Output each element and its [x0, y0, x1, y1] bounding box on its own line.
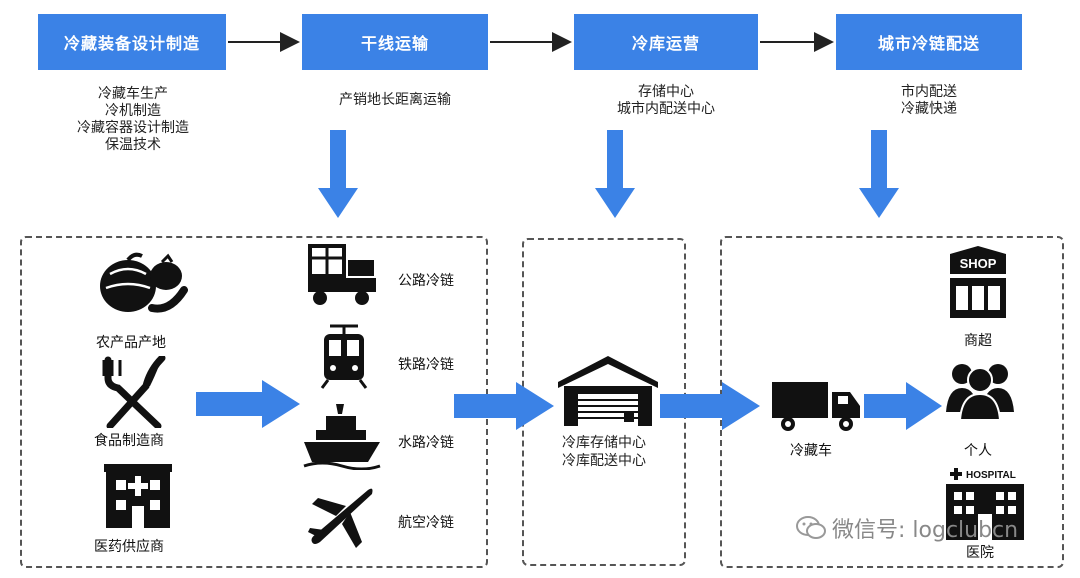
delivery-vehicle-label: 冷藏车 — [790, 443, 832, 459]
transport-label-rail: 铁路冷链 — [398, 357, 454, 373]
right-arrow-to-destinations — [864, 382, 942, 430]
stage-box-equipment: 冷藏装备设计制造 — [38, 14, 226, 70]
shop-icon: SHOP — [950, 246, 1006, 318]
connector-arrows — [228, 32, 834, 52]
warehouse-label-storage: 冷库存储中心 — [562, 435, 646, 451]
warehouse-icon — [558, 356, 658, 426]
detail-line: 冷机制造 — [105, 103, 161, 119]
stage-box-trunk-transport: 干线运输 — [302, 14, 488, 70]
detail-line: 存储中心 — [638, 84, 694, 100]
stage-box-city-delivery: 城市冷链配送 — [836, 14, 1022, 70]
detail-line: 市内配送 — [901, 84, 957, 100]
destination-label-supermarket: 商超 — [964, 333, 992, 349]
detail-line: 冷藏容器设计制造 — [77, 120, 189, 136]
wechat-icon — [796, 516, 826, 540]
detail-line: 产销地长距离运输 — [339, 92, 451, 108]
right-arrow-to-warehouse — [454, 382, 554, 430]
produce-icon — [100, 252, 188, 313]
destination-label-individual: 个人 — [964, 443, 992, 459]
shop-sign-text: SHOP — [960, 256, 997, 271]
detail-line: 冷藏车生产 — [98, 86, 168, 102]
right-arrow-to-delivery — [660, 382, 760, 430]
detail-line: 城市内配送中心 — [617, 101, 715, 117]
destination-label-hospital: 医院 — [966, 545, 994, 561]
detail-line: 保温技术 — [105, 137, 161, 153]
stage-box-cold-storage: 冷库运营 — [574, 14, 758, 70]
stage-details-equipment: 冷藏车生产 冷机制造 冷藏容器设计制造 保温技术 — [48, 86, 218, 154]
right-arrow-sources — [196, 380, 300, 428]
down-arrows — [318, 130, 899, 218]
transport-label-water: 水路冷链 — [398, 435, 454, 451]
ship-icon — [303, 404, 381, 470]
truck-icon — [308, 244, 376, 305]
hospital-icon: HOSPITAL — [946, 468, 1024, 540]
watermark: 微信号: logclubcn — [796, 512, 1018, 544]
stage-details-delivery: 市内配送 冷藏快递 — [836, 84, 1022, 118]
source-label-pharma: 医药供应商 — [94, 539, 164, 555]
stage-details-storage: 存储中心 城市内配送中心 — [574, 84, 758, 118]
warehouse-label-distribution: 冷库配送中心 — [562, 453, 646, 469]
watermark-text: 微信号: logclubcn — [832, 518, 1019, 543]
train-icon — [320, 324, 368, 389]
people-icon — [946, 364, 1014, 420]
building-icon — [104, 464, 172, 528]
transport-label-air: 航空冷链 — [398, 515, 454, 531]
source-label-farm: 农产品产地 — [96, 335, 166, 351]
transport-label-road: 公路冷链 — [398, 273, 454, 289]
airplane-icon — [308, 488, 373, 548]
fork-knife-icon — [102, 356, 166, 428]
warehouse-labels: 冷库存储中心 冷库配送中心 — [530, 434, 678, 470]
detail-line: 冷藏快递 — [901, 101, 957, 117]
reefer-truck-icon — [772, 382, 860, 431]
source-label-food-maker: 食品制造商 — [94, 433, 164, 449]
stage-details-trunk: 产销地长距离运输 — [305, 92, 485, 109]
hospital-sign-text: HOSPITAL — [966, 470, 1016, 481]
